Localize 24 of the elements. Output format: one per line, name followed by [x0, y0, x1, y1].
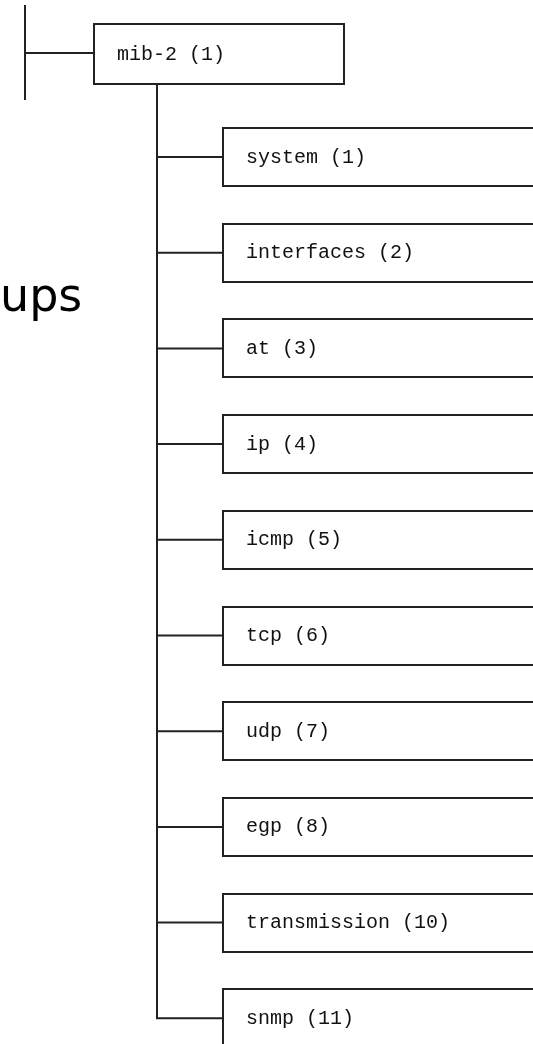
node-label: interfaces (2) — [246, 241, 415, 265]
tree-node-box — [222, 509, 533, 570]
node-label: egp (8) — [246, 815, 330, 839]
node-label: mib-2 (1) — [117, 42, 226, 66]
node-label: ip (4) — [246, 432, 318, 456]
tree-node-box — [222, 127, 533, 187]
connector-line — [24, 52, 94, 54]
tree-node-box — [222, 988, 533, 1044]
node-label: udp (7) — [246, 719, 330, 743]
tree-node-box — [93, 23, 345, 85]
tree-node-box — [222, 414, 533, 475]
tree-node-box — [222, 318, 533, 379]
node-label: snmp (11) — [246, 1006, 355, 1030]
tree-node-box — [222, 605, 533, 666]
tree-node-box — [222, 222, 533, 283]
node-label: transmission (10) — [246, 911, 451, 935]
tree-node-box — [222, 701, 533, 762]
node-label: icmp (5) — [246, 528, 342, 552]
node-label: system (1) — [246, 145, 367, 169]
node-label: tcp (6) — [246, 624, 330, 647]
node-label: at (3) — [246, 336, 318, 360]
tree-node-box — [222, 892, 533, 953]
heading-fragment: ups — [0, 268, 83, 322]
tree-node-box — [222, 796, 533, 857]
